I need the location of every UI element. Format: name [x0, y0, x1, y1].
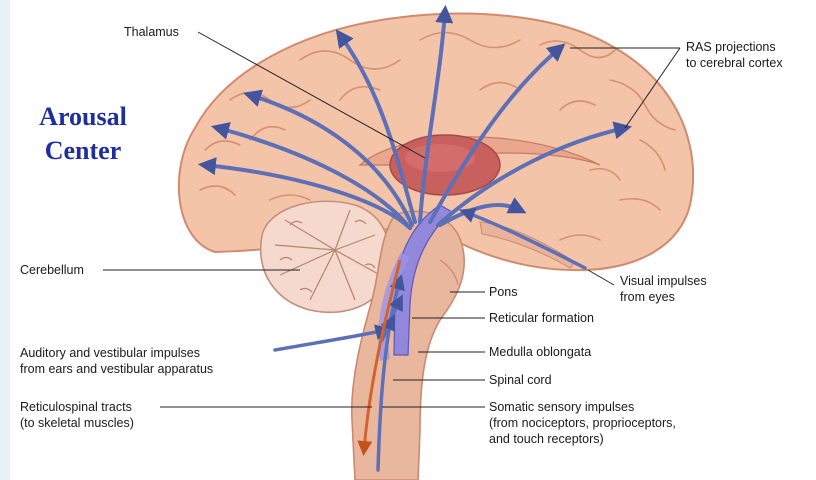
label-somatic-sensory-2: (from nociceptors, proprioceptors, — [489, 415, 676, 431]
label-reticular-formation: Reticular formation — [489, 310, 594, 326]
label-ras-projections-2: to cerebral cortex — [686, 55, 783, 71]
cerebellum — [261, 201, 390, 312]
label-auditory-1: Auditory and vestibular impulses — [20, 345, 200, 361]
arousal-center-title: Arousal Center — [18, 100, 148, 168]
label-pons: Pons — [489, 284, 518, 300]
title-line-1: Arousal — [18, 100, 148, 134]
label-auditory-2: from ears and vestibular apparatus — [20, 361, 213, 377]
title-line-2: Center — [18, 134, 148, 168]
label-thalamus: Thalamus — [124, 24, 179, 40]
label-somatic-sensory-3: and touch receptors) — [489, 431, 604, 447]
label-visual-impulses-2: from eyes — [620, 289, 675, 305]
label-reticulospinal-2: (to skeletal muscles) — [20, 415, 134, 431]
label-spinal-cord: Spinal cord — [489, 372, 552, 388]
label-ras-projections-1: RAS projections — [686, 39, 776, 55]
label-visual-impulses-1: Visual impulses — [620, 273, 707, 289]
label-medulla-oblongata: Medulla oblongata — [489, 344, 591, 360]
label-reticulospinal-1: Reticulospinal tracts — [20, 399, 132, 415]
label-somatic-sensory-1: Somatic sensory impulses — [489, 399, 634, 415]
label-cerebellum: Cerebellum — [20, 262, 84, 278]
